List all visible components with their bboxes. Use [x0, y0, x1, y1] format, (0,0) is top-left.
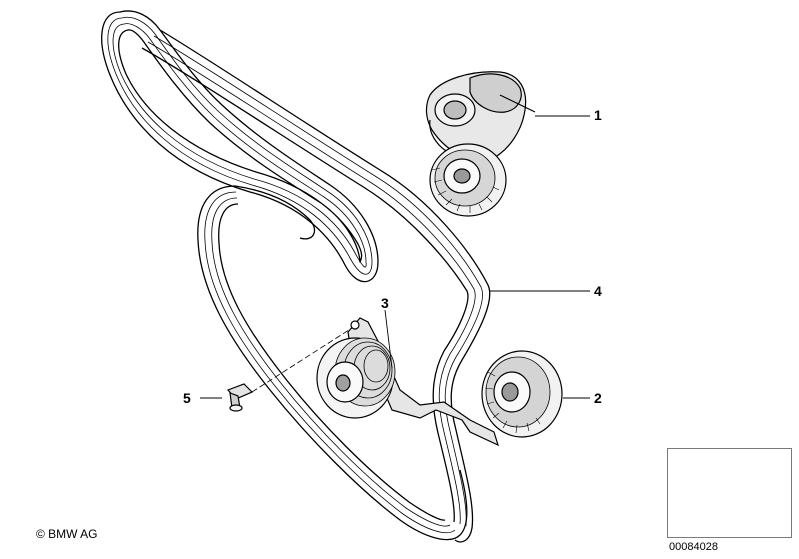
- idler-pulley: [481, 350, 563, 438]
- callout-2: 2: [594, 390, 602, 406]
- callout-3: 3: [381, 295, 389, 311]
- belt-tensioner: [425, 71, 536, 217]
- bolt: [226, 383, 254, 412]
- callout-5: 5: [183, 390, 191, 406]
- bolt-alignment-dashline: [251, 327, 353, 393]
- copyright-notice: © BMW AG: [36, 527, 98, 541]
- callout-1: 1: [594, 107, 602, 123]
- vehicle-thumbnail-frame: [667, 448, 792, 538]
- long-ribbed-belt: [101, 10, 491, 543]
- document-number: 00084028: [669, 541, 718, 553]
- callout-leaders: [200, 115, 590, 399]
- callout-4: 4: [594, 283, 602, 299]
- deflection-pulley-bracket: [316, 317, 499, 447]
- short-ribbed-belt: [197, 185, 468, 541]
